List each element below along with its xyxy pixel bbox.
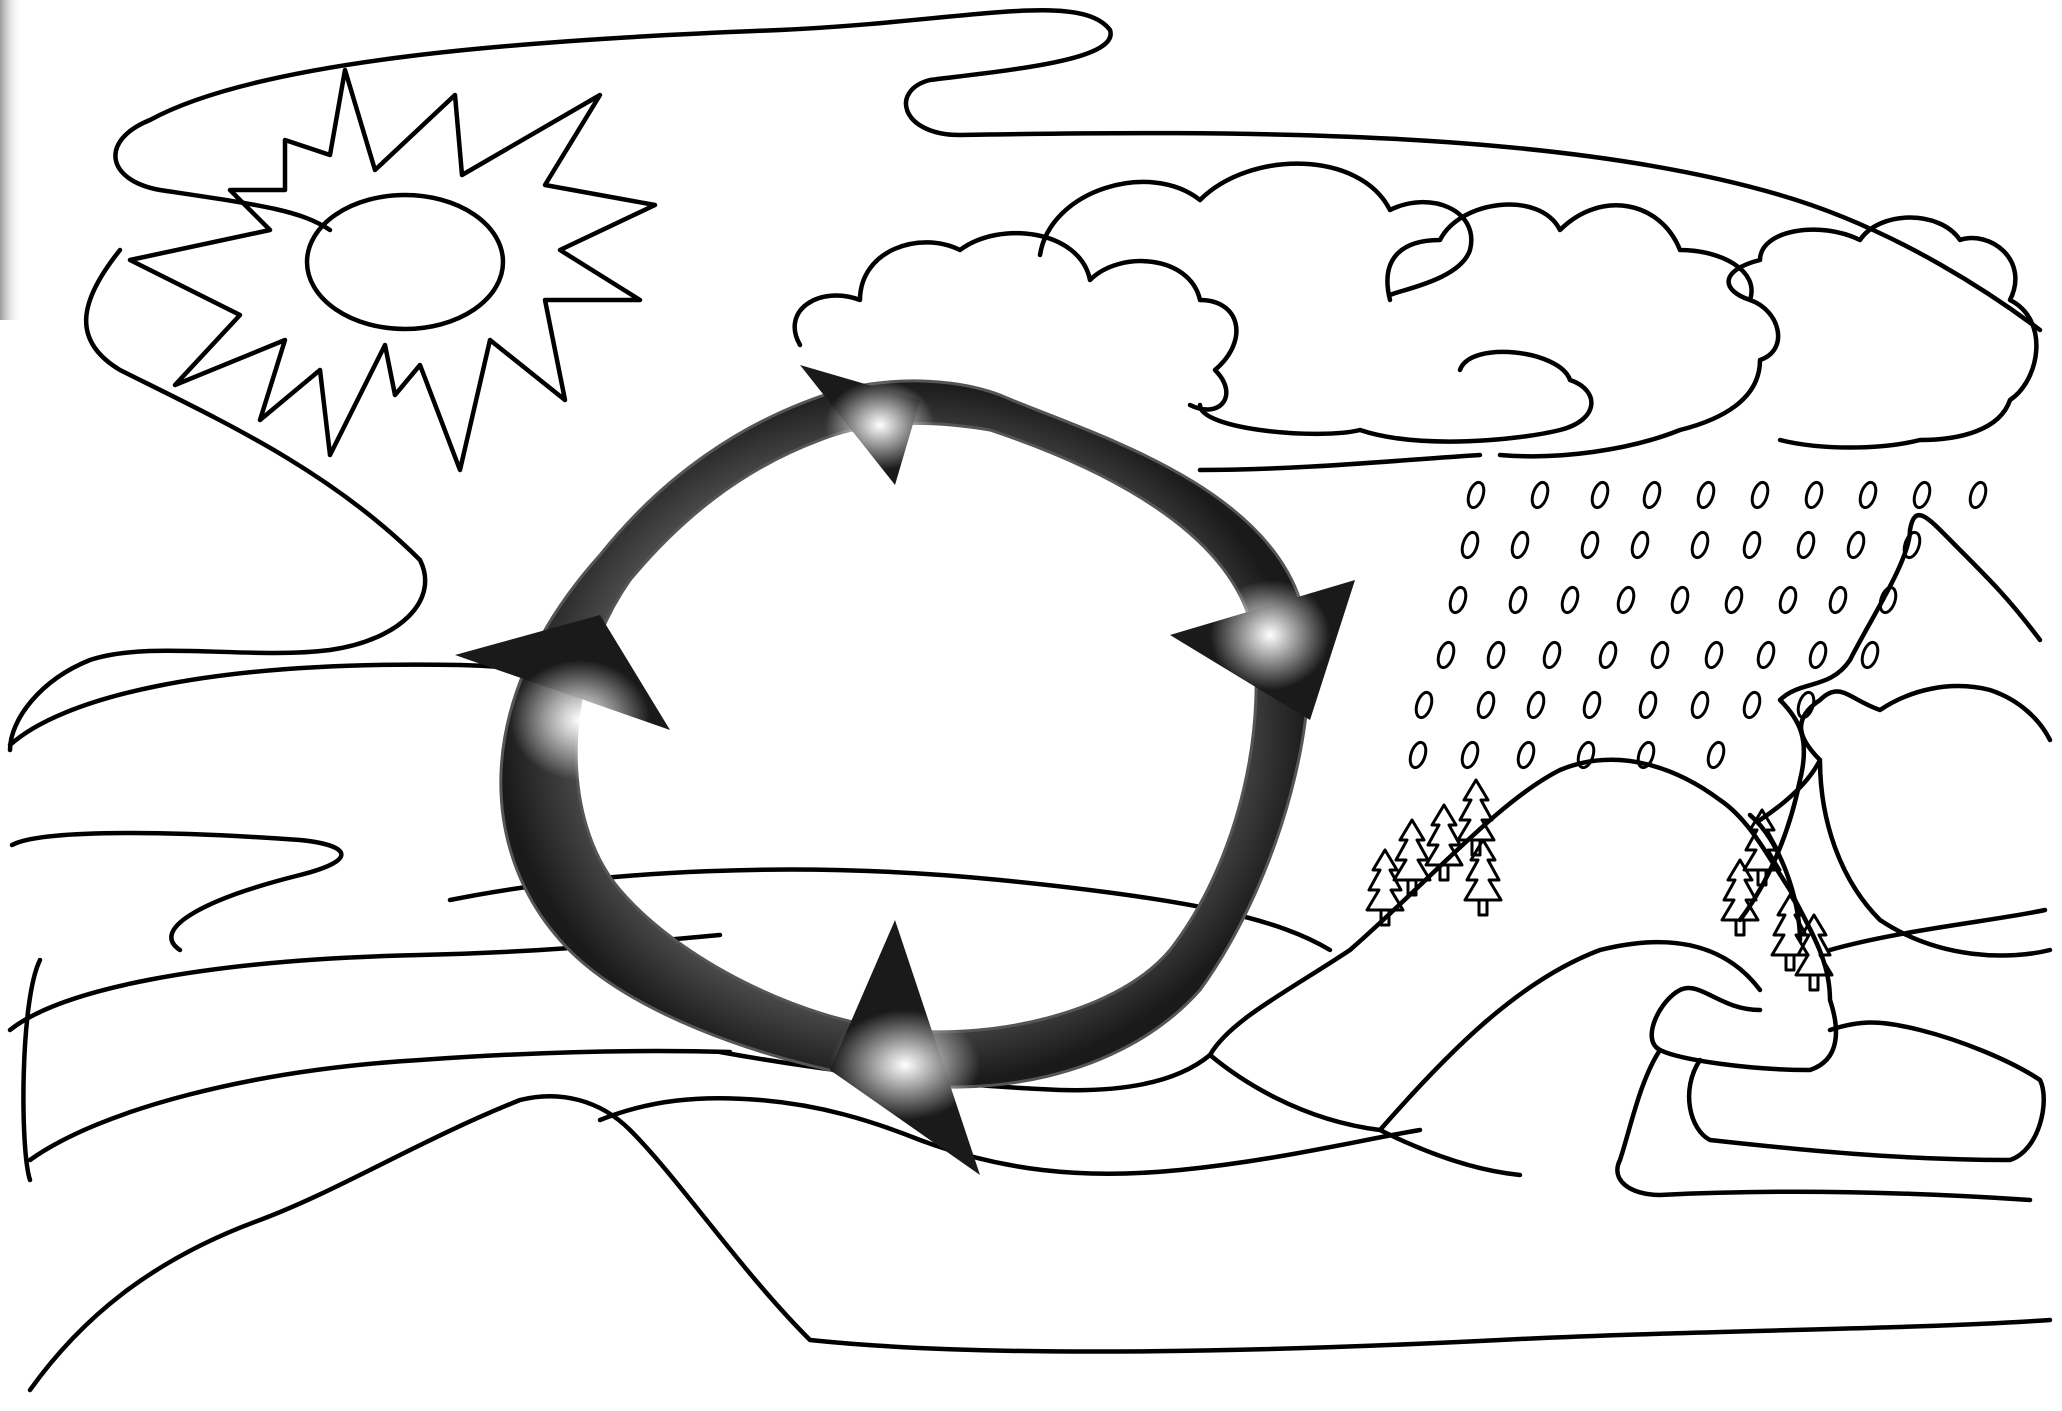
raindrop [1476,690,1496,720]
raindrop [1704,640,1724,670]
raindrop [1526,690,1546,720]
raindrop [1448,585,1468,615]
raindrop [1968,480,1988,510]
raindrop [1598,640,1618,670]
raindrop [1750,480,1770,510]
cloud-right-1-icon [1197,202,1781,459]
raindrop [1858,480,1878,510]
lake [1615,907,2048,1203]
cloud-small-icon [792,161,1474,412]
raindrop [1742,530,1762,560]
trees [1365,778,1834,992]
raindrop [1696,480,1716,510]
pine-tree-icon [1742,808,1782,887]
rain [1408,480,1988,770]
raindrop [1580,530,1600,560]
raindrop [1530,480,1550,510]
raindrop [1808,640,1828,670]
sky-ribbon [7,8,2043,1183]
raindrop [1460,740,1480,770]
raindrop [1516,740,1536,770]
horizon-far-line [1197,452,1483,473]
raindrop [1542,640,1562,670]
pine-tree-icon [1794,913,1834,992]
raindrop [1486,640,1506,670]
raindrop [1690,690,1710,720]
raindrop [1912,480,1932,510]
raindrop [1616,585,1636,615]
raindrop [1436,640,1456,670]
pine-tree-icon [1720,858,1760,937]
raindrop [1414,690,1434,720]
mountains [1737,513,2053,958]
raindrop [1724,585,1744,615]
raindrop [1706,740,1726,770]
cloud-right-2-icon [1726,215,2039,450]
page-edge-shadow [0,0,22,320]
raindrop [1638,690,1658,720]
raindrop [1670,585,1690,615]
raindrop [1466,480,1486,510]
water-cycle-arrows [455,365,1355,1175]
raindrop [1642,480,1662,510]
pine-tree-icon [1392,818,1432,897]
raindrop [1650,640,1670,670]
pine-tree-icon [1424,803,1464,882]
raindrop [1756,640,1776,670]
raindrop [1408,740,1428,770]
forest-hill [1207,757,1839,1178]
pine-tree-icon [1770,893,1810,972]
raindrop [1508,585,1528,615]
raindrop [1460,530,1480,560]
raindrop [1590,480,1610,510]
raindrop [1742,690,1762,720]
sun-icon [127,67,658,473]
raindrop [1778,585,1798,615]
foreground-hills [27,1049,2053,1393]
raindrop [1690,530,1710,560]
raindrop [1560,585,1580,615]
raindrop [1846,530,1866,560]
raindrop [1630,530,1650,560]
raindrop [1510,530,1530,560]
raindrop [1804,480,1824,510]
pine-tree-icon [1463,838,1503,917]
raindrop [1796,530,1816,560]
raindrop [1582,690,1602,720]
raindrop [1828,585,1848,615]
raindrop [1860,640,1880,670]
horizon-lines [7,662,1333,1163]
pine-tree-icon [1365,848,1405,927]
